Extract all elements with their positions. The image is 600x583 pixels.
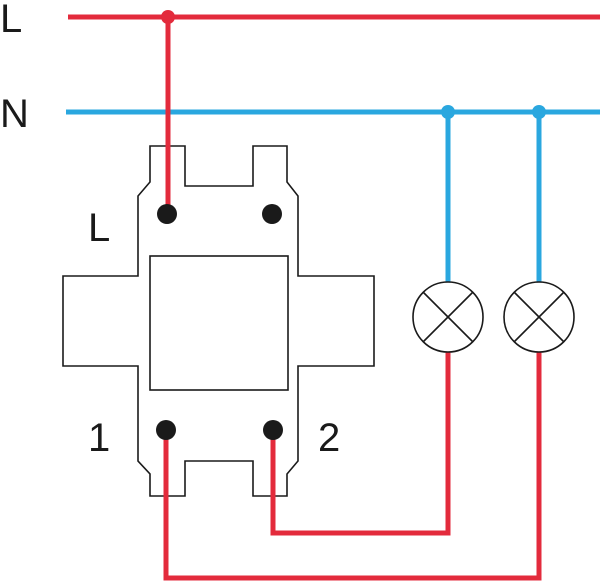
neutral-junction-dot-2	[532, 105, 546, 119]
switch-output-1-label: 1	[88, 416, 110, 460]
switch-terminal-spare	[262, 204, 282, 224]
switch-terminal-l	[157, 204, 177, 224]
live-junction-dot	[161, 10, 175, 24]
switch-terminal-1	[156, 420, 176, 440]
live-line-label: L	[0, 0, 22, 41]
output-2-to-lamp-1-wire	[270, 352, 451, 536]
switch-input-label: L	[88, 206, 110, 250]
switch-rocker-window	[149, 255, 289, 391]
neutral-line-label: N	[0, 92, 29, 136]
output-1-to-lamp-2-wire	[163, 352, 542, 581]
lamp-1-icon	[412, 281, 484, 353]
switch-output-2-label: 2	[318, 416, 340, 460]
lamp-2-icon	[503, 281, 575, 353]
neutral-junction-dot-1	[441, 105, 455, 119]
switch-terminal-2	[263, 420, 283, 440]
